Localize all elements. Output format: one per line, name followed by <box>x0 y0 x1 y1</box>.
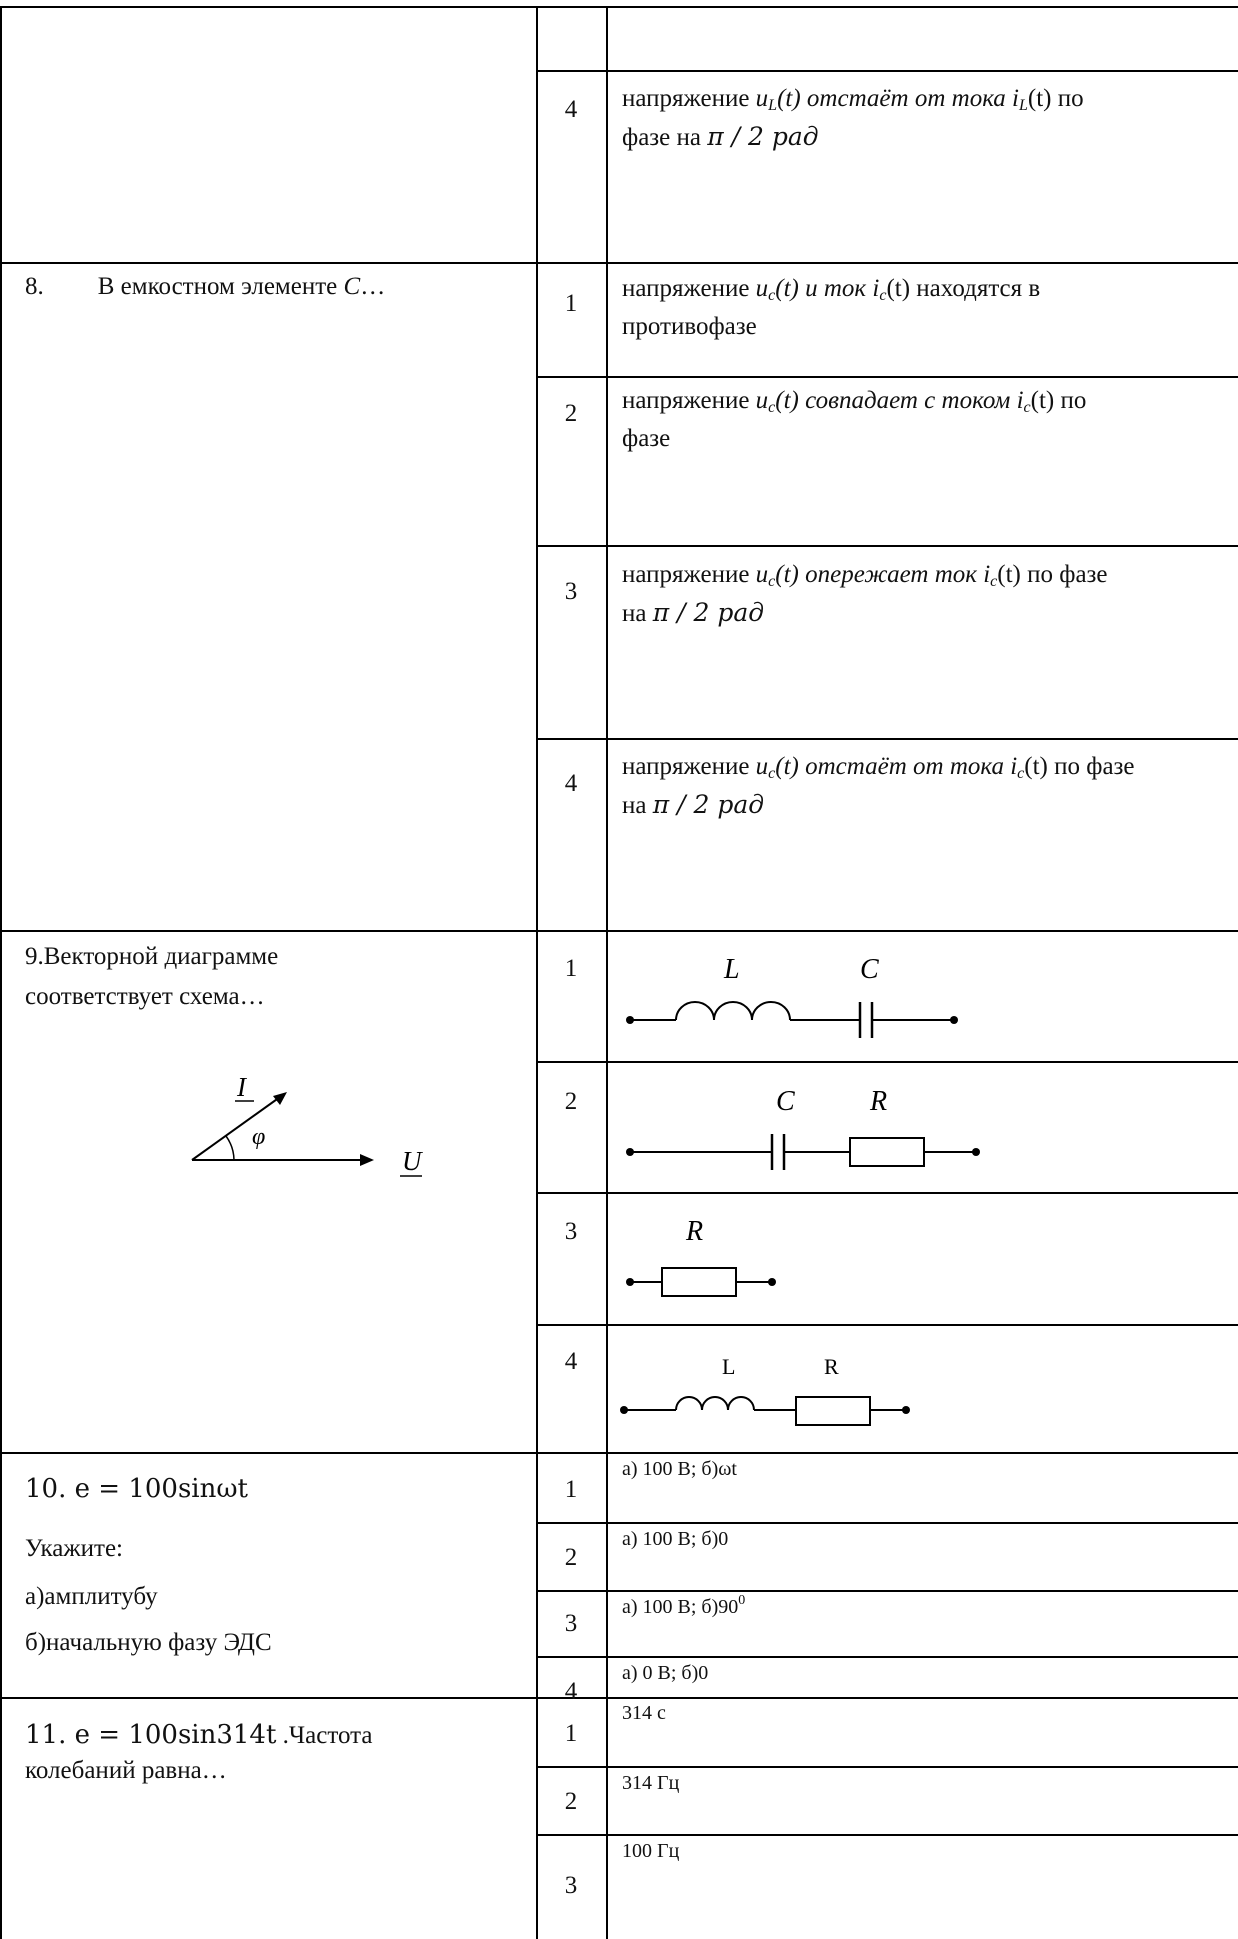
row-border <box>0 930 1238 932</box>
question-11-line1: 11. e = 100sin314t .Частота <box>25 1720 373 1750</box>
arrow-head-u <box>360 1154 374 1166</box>
answer-number: 2 <box>564 1788 578 1815</box>
answer-number: 2 <box>564 1544 578 1571</box>
row-border <box>0 6 1238 8</box>
answer-text: напряжение uc(t) отстаёт от тока ic(t) п… <box>622 753 1135 819</box>
row-border <box>0 262 1238 264</box>
question-10-line3: а)амплитубу <box>25 1583 158 1610</box>
answer-border <box>536 1192 1238 1194</box>
answer-text: а) 100 В; б)900 <box>622 1593 746 1619</box>
answer-number: 4 <box>564 96 578 123</box>
answer-text: напряжение uc(t) совпадает с током ic(t)… <box>622 387 1087 452</box>
row-border <box>0 1697 1238 1699</box>
answer-number: 1 <box>564 955 578 982</box>
answer-border <box>536 1834 1238 1836</box>
label-r: R <box>685 1216 703 1247</box>
answer-text: 314 Гц <box>622 1772 680 1794</box>
answer-border <box>536 1061 1238 1063</box>
answer-number: 3 <box>564 578 578 605</box>
inductor-symbol <box>675 1001 791 1021</box>
question-8: 8.В емкостном элементе C… <box>25 273 386 300</box>
label-r: R <box>869 1086 887 1117</box>
vector-label-i: I <box>236 1072 248 1102</box>
resistor-symbol <box>661 1267 737 1297</box>
answer-border <box>536 70 1238 72</box>
answer-number: 1 <box>564 1476 578 1503</box>
answer-border <box>536 1324 1238 1326</box>
row-border <box>0 1452 1238 1454</box>
answer-text: а) 0 В; б)0 <box>622 1662 709 1684</box>
answer-text: 314 с <box>622 1702 666 1724</box>
question-10-line2: Укажите: <box>25 1535 123 1562</box>
answer-text: а) 100 В; б)0 <box>622 1528 729 1550</box>
answer-text: а) 100 В; б)ωt <box>622 1458 737 1480</box>
resistor-symbol <box>849 1137 925 1167</box>
answer-border <box>536 738 1238 740</box>
answer-number: 3 <box>564 1872 578 1899</box>
label-c: C <box>776 1086 795 1117</box>
answer-number: 4 <box>564 1348 578 1375</box>
resistor-symbol <box>795 1396 871 1426</box>
circuit-lr: L R <box>620 1354 910 1426</box>
answer-border <box>536 545 1238 547</box>
question-10-line4: б)начальную фазу ЭДС <box>25 1629 272 1656</box>
arrow-head-i <box>273 1092 287 1105</box>
answer-border <box>536 376 1238 378</box>
answer-number: 4 <box>564 1678 578 1705</box>
angle-label-phi: φ <box>252 1124 265 1150</box>
answer-text: напряжение uL(t) отстаёт от тока iL(t) п… <box>622 85 1084 151</box>
circuit-cr: C R <box>626 1086 980 1170</box>
answer-number: 3 <box>564 1218 578 1245</box>
label-l: L <box>722 1354 735 1379</box>
answer-border <box>536 1590 1238 1592</box>
vector-diagram: I φ U <box>191 1072 423 1177</box>
answer-text: 100 Гц <box>622 1840 680 1862</box>
answer-number: 3 <box>564 1610 578 1637</box>
column-divider <box>536 6 538 1939</box>
question-9-line2: соответствует схема… <box>25 983 265 1010</box>
table-border-left <box>0 6 2 1939</box>
label-l: L <box>723 954 740 985</box>
label-c: C <box>860 954 879 985</box>
answer-text: напряжение uc(t) и ток ic(t) находятся в… <box>622 275 1041 340</box>
label-r: R <box>824 1354 839 1379</box>
circuit-lc: L C <box>626 954 958 1038</box>
answer-number: 2 <box>564 400 578 427</box>
angle-arc <box>225 1135 235 1161</box>
answer-number: 1 <box>564 290 578 317</box>
inductor-symbol <box>675 1396 755 1411</box>
answer-border <box>536 1522 1238 1524</box>
answer-number: 1 <box>564 1720 578 1747</box>
question-11-line2: колебаний равна… <box>25 1757 227 1784</box>
answer-number: 4 <box>564 770 578 797</box>
column-divider <box>606 6 608 1939</box>
answer-text: напряжение uc(t) опережает ток ic(t) по … <box>622 561 1108 627</box>
answer-border <box>536 1766 1238 1768</box>
vector-label-u: U <box>402 1146 423 1176</box>
answer-number: 2 <box>564 1088 578 1115</box>
answer-border <box>536 1656 1238 1658</box>
question-10-formula: 10. e = 100sinωt <box>25 1474 248 1504</box>
question-9-line1: 9.Векторной диаграмме <box>25 943 279 970</box>
circuit-r: R <box>626 1216 776 1297</box>
